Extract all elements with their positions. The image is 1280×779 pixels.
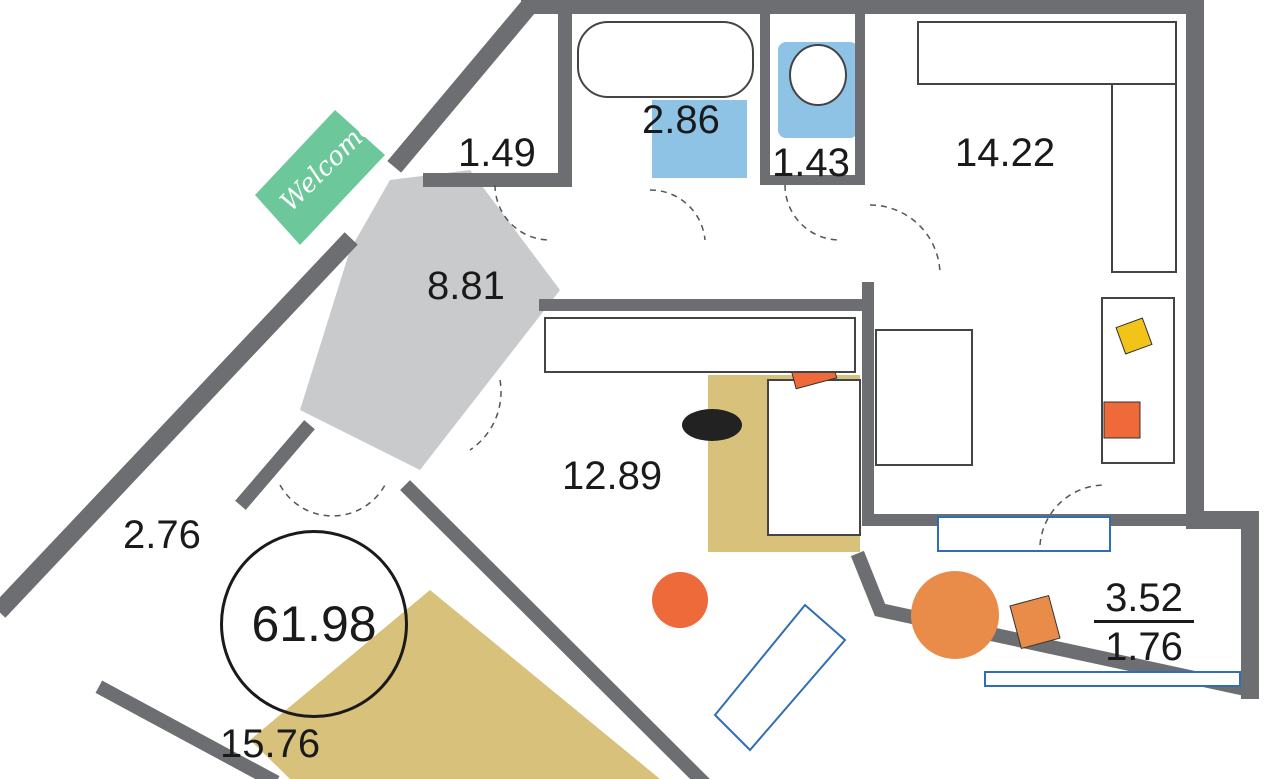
- area-label-wardrobe: 2.76: [123, 513, 201, 557]
- stove: [1111, 83, 1177, 273]
- window-balcony: [984, 671, 1241, 687]
- dining-table: [875, 329, 973, 466]
- balcony-area: 3.52 1.76: [1094, 578, 1194, 667]
- window-kitchen: [937, 516, 1111, 552]
- window-living: [713, 603, 847, 752]
- hall-rug: [300, 170, 560, 470]
- area-label-bathroom: 2.86: [642, 98, 720, 142]
- desk-chair: [652, 572, 708, 628]
- welcome-mat: [255, 110, 385, 245]
- area-label-living-room: 15.76: [220, 722, 321, 766]
- area-label-bedroom: 12.89: [562, 454, 663, 498]
- area-label-kitchen: 14.22: [955, 131, 1056, 175]
- area-label-toilet: 1.43: [772, 141, 850, 185]
- kitchen-counter: [917, 21, 1177, 85]
- balcony-chair: [1009, 594, 1061, 650]
- living-rug: [250, 590, 660, 779]
- fraction-bar: [1094, 620, 1194, 623]
- cat: [682, 409, 742, 441]
- area-label-hall: 8.81: [427, 264, 505, 308]
- pillow-yellow: [1115, 317, 1153, 355]
- bedroom-wardrobe: [544, 317, 856, 373]
- door-swings: [279, 184, 1106, 546]
- pillow-orange: [1103, 401, 1141, 439]
- balcony-area-reduced: 1.76: [1105, 625, 1183, 669]
- total-area-value: 61.98: [251, 596, 377, 652]
- bathtub: [577, 21, 754, 98]
- balcony-table: [911, 571, 999, 659]
- bath-mat: [652, 100, 747, 178]
- total-area-badge: 61.98: [220, 530, 408, 718]
- area-label-storage: 1.49: [458, 131, 536, 175]
- balcony-area-full: 3.52: [1105, 576, 1183, 620]
- bed: [767, 379, 861, 536]
- toilet: [789, 44, 847, 106]
